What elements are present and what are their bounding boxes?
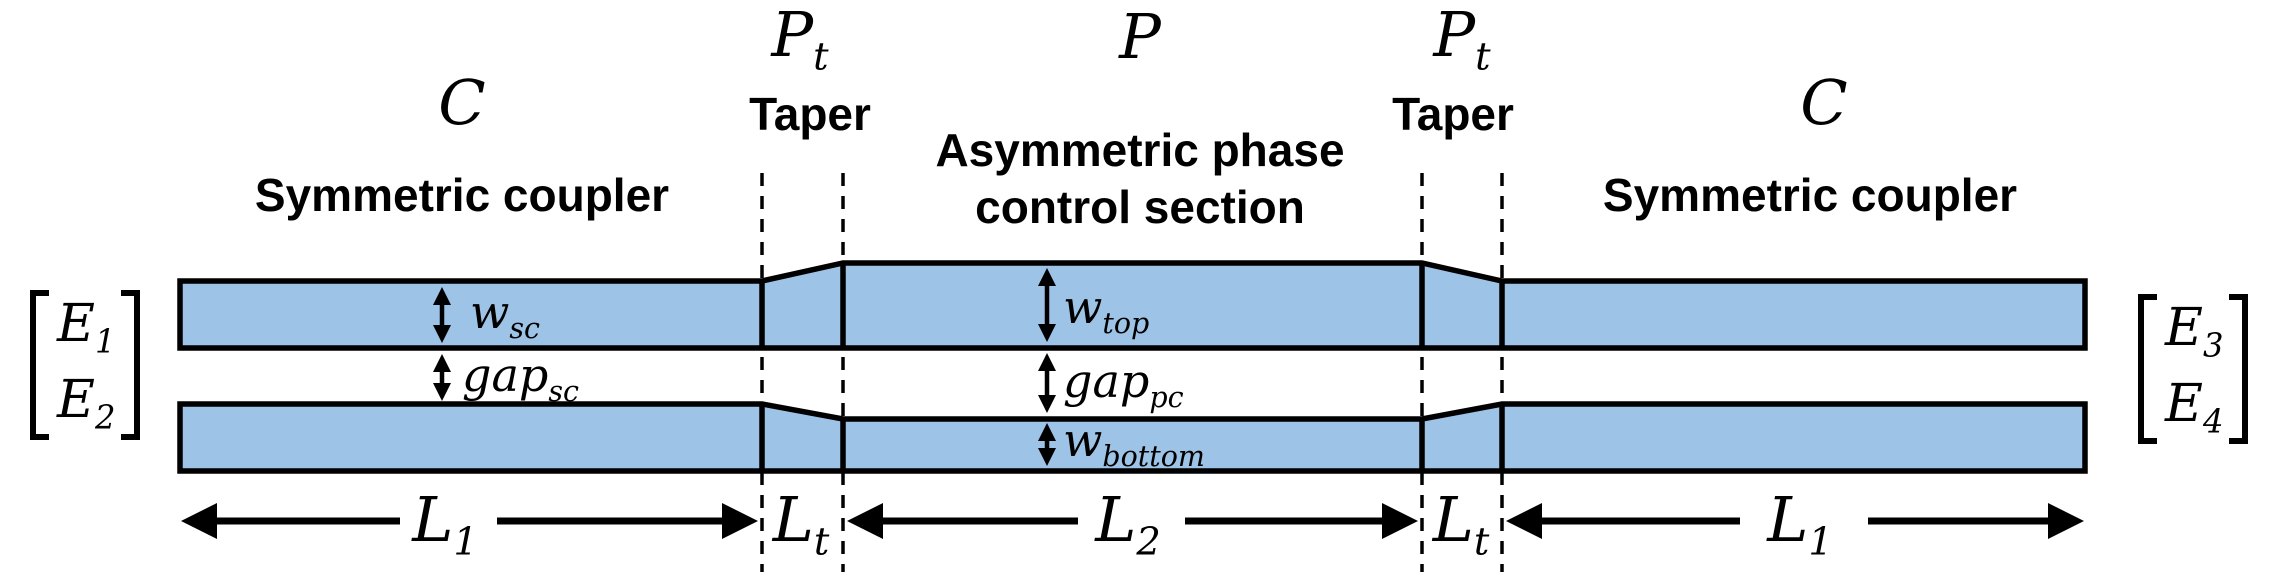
length-arrow-l1-right xyxy=(1506,503,2084,539)
section-symbol-coupler-right: C xyxy=(1800,66,1848,139)
dim-label-gap-sc: gapsc xyxy=(462,348,579,409)
section-title-taper-left: Taper xyxy=(749,88,871,140)
section-symbol-taper-right: Pt xyxy=(1433,0,1491,80)
dim-arrow-w-sc xyxy=(433,287,451,343)
port-e2-label: E2 xyxy=(57,370,116,437)
bracket-right-icon xyxy=(2229,294,2249,444)
section-symbol-phase-control: P xyxy=(1119,0,1161,73)
phase-title-line2: control section xyxy=(975,181,1305,233)
dim-arrow-w-bottom xyxy=(1038,423,1056,466)
dim-arrow-w-top xyxy=(1038,268,1056,342)
dim-label-l2: L2 xyxy=(1095,483,1161,565)
dim-label-lt-left: Lt xyxy=(772,483,830,565)
port-e1-label: E1 xyxy=(57,294,116,361)
section-symbol-coupler-left: C xyxy=(438,66,486,139)
port-e4-label: E4 xyxy=(2165,374,2224,441)
dim-label-lt-right: Lt xyxy=(1432,483,1490,565)
input-field-vector: E1 E2 xyxy=(30,290,141,440)
bracket-left-icon xyxy=(2138,294,2157,444)
bracket-left-icon xyxy=(30,290,49,440)
dim-label-w-top: wtop xyxy=(1063,280,1150,341)
section-title-phase-control: Asymmetric phase control section xyxy=(935,122,1344,236)
output-field-vector: E3 E4 xyxy=(2138,294,2249,444)
port-e3-label: E3 xyxy=(2165,298,2224,365)
dim-label-l1-right: L1 xyxy=(1767,483,1833,565)
length-arrow-l1-left xyxy=(181,503,758,539)
section-title-coupler-left: Symmetric coupler xyxy=(254,169,670,221)
dim-label-gap-pc: gappc xyxy=(1063,354,1184,415)
phase-title-line1: Asymmetric phase xyxy=(935,124,1345,176)
section-title-coupler-right: Symmetric coupler xyxy=(1602,169,2018,221)
section-title-taper-right: Taper xyxy=(1392,88,1514,140)
section-symbol-taper-left: Pt xyxy=(771,0,829,80)
bracket-right-icon xyxy=(121,290,141,440)
dim-arrow-gap-sc xyxy=(433,354,451,401)
dim-label-w-sc: wsc xyxy=(470,285,540,346)
length-arrow-l2 xyxy=(847,503,1418,539)
section-boundary-strokes xyxy=(759,263,1505,471)
dim-label-l1-left: L1 xyxy=(412,483,478,565)
dim-arrow-gap-pc xyxy=(1038,353,1056,413)
dim-label-w-bottom: wbottom xyxy=(1063,413,1205,474)
